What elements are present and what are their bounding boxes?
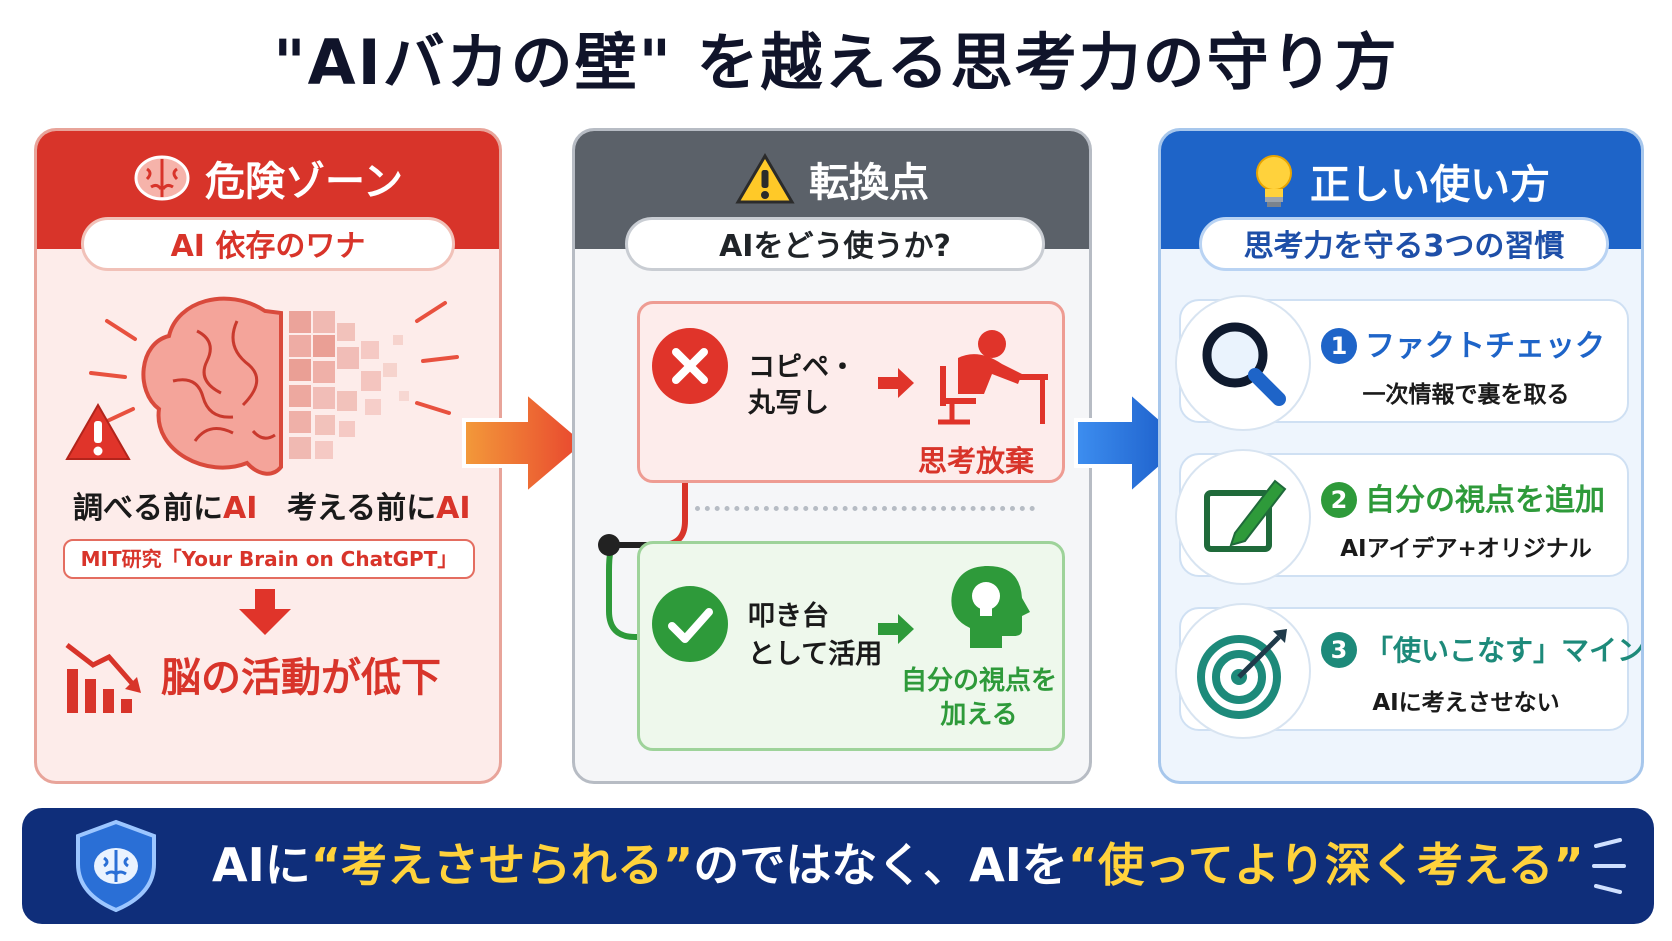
copy-paste-line2: 丸写し bbox=[748, 388, 829, 419]
pencil-note-icon bbox=[1175, 449, 1311, 585]
thinking-abandoned-label: 思考放棄 bbox=[918, 444, 1035, 478]
warning-icon bbox=[63, 401, 133, 467]
habit-number-2: 2 bbox=[1321, 482, 1357, 518]
copy-paste-box: コピペ・ 丸写し 思考放棄 bbox=[637, 301, 1065, 483]
caution-icon bbox=[735, 153, 795, 217]
habit-desc-2: AIアイデア+オリジナル bbox=[1340, 536, 1592, 562]
add-perspective-line1: 自分の視点を bbox=[900, 666, 1057, 696]
target-icon bbox=[1175, 603, 1311, 739]
orange-arrow-icon bbox=[460, 387, 590, 502]
correct-usage-title: 正しい使い方 bbox=[1310, 162, 1550, 208]
check-icon bbox=[652, 586, 728, 662]
right-arrow-red-icon bbox=[876, 366, 916, 404]
habit-number-1: 1 bbox=[1321, 328, 1357, 364]
brain-icon bbox=[133, 153, 191, 215]
sparkle-icon bbox=[1590, 838, 1630, 898]
habit-title-1: ファクトチェック bbox=[1365, 329, 1605, 364]
banner-part1: AIに bbox=[212, 838, 311, 892]
declining-chart-icon bbox=[63, 639, 147, 719]
conclusion-banner: AIに“考えさせられる”のではなく、AIを“使ってより深く考える” bbox=[22, 808, 1654, 924]
label-search-ai: AI bbox=[223, 491, 258, 526]
right-arrow-green-icon bbox=[876, 612, 916, 650]
brain-illustration bbox=[77, 281, 467, 491]
habit-title-2: 自分の視点を追加 bbox=[1365, 483, 1605, 518]
brain-activity-declines: 脳の活動が低下 bbox=[161, 655, 441, 701]
slumped-person-icon bbox=[928, 318, 1052, 432]
add-perspective-line2: 加える bbox=[940, 700, 1018, 730]
lightbulb-icon bbox=[1252, 153, 1296, 221]
correct-usage-subtitle: 思考力を守る3つの習慣 bbox=[1199, 217, 1609, 271]
copy-paste-line1: コピペ・ bbox=[748, 352, 856, 383]
turning-point-panel: 転換点 AIをどう使うか? コピペ・ 丸写し bbox=[572, 128, 1092, 784]
draft-line2: として活用 bbox=[748, 639, 883, 670]
mit-study-badge: MIT研究「Your Brain on ChatGPT」 bbox=[63, 539, 475, 579]
banner-part2: “考えさせられる” bbox=[310, 838, 694, 892]
habit-card-mastery-mindset: 3「使いこなす」マインド AIに考えさせない bbox=[1175, 603, 1641, 739]
turning-point-subtitle: AIをどう使うか? bbox=[625, 217, 1045, 271]
banner-part3: のではなく、AIを bbox=[693, 838, 1068, 892]
head-lightbulb-icon bbox=[940, 558, 1036, 658]
draft-line1: 叩き台 bbox=[748, 601, 829, 632]
danger-zone-panel: 危険ゾーン AI 依存のワナ bbox=[34, 128, 502, 784]
turning-point-title: 転換点 bbox=[809, 160, 929, 206]
habit-desc-3: AIに考えさせない bbox=[1372, 690, 1560, 716]
page-title: "AIバカの壁" を越える思考力の守り方 bbox=[273, 26, 1399, 99]
label-think-first: 考える前に bbox=[287, 491, 437, 526]
danger-zone-title: 危険ゾーン bbox=[205, 159, 403, 205]
label-search-first: 調べる前に bbox=[73, 491, 223, 526]
down-arrow-icon bbox=[235, 587, 295, 641]
banner-part4: “使ってより深く考える” bbox=[1067, 838, 1584, 892]
shield-brain-icon bbox=[68, 818, 164, 918]
habit-desc-1: 一次情報で裏を取る bbox=[1362, 382, 1570, 408]
magnifier-icon bbox=[1175, 295, 1311, 431]
draft-usage-box: 叩き台 として活用 自分の視点を 加える bbox=[637, 541, 1065, 751]
divider-dotted bbox=[695, 506, 1035, 511]
label-think-ai: AI bbox=[436, 491, 471, 526]
danger-zone-subtitle: AI 依存のワナ bbox=[81, 217, 455, 271]
habit-title-3: 「使いこなす」マインド bbox=[1365, 634, 1644, 667]
cross-icon bbox=[652, 328, 728, 404]
habit-number-3: 3 bbox=[1321, 632, 1357, 668]
